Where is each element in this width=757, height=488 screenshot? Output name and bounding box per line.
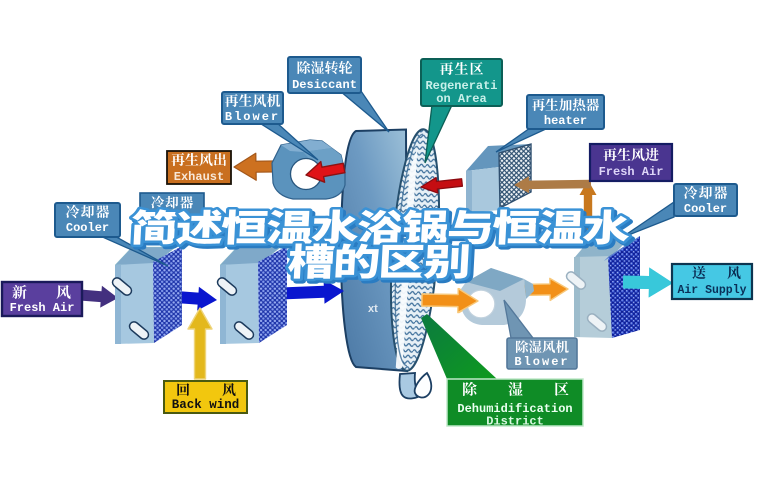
svg-text:Exhaust: Exhaust bbox=[174, 170, 224, 184]
svg-text:xt: xt bbox=[368, 303, 378, 315]
svg-text:Cooler: Cooler bbox=[684, 202, 727, 216]
svg-text:Blower: Blower bbox=[225, 110, 280, 124]
svg-text:on Area: on Area bbox=[436, 92, 486, 106]
svg-text:District: District bbox=[486, 415, 544, 429]
svg-text:Blower: Blower bbox=[514, 355, 569, 369]
svg-text:Regenerati: Regenerati bbox=[425, 79, 497, 93]
svg-text:Cooler: Cooler bbox=[66, 221, 109, 235]
svg-text:Fresh Air: Fresh Air bbox=[599, 165, 664, 179]
svg-text:Desiccant: Desiccant bbox=[292, 78, 357, 92]
svg-text:heater: heater bbox=[544, 114, 587, 128]
svg-text:Air Supply: Air Supply bbox=[677, 284, 746, 297]
svg-text:Fresh Air: Fresh Air bbox=[10, 301, 75, 315]
svg-text:Dehumidification: Dehumidification bbox=[457, 402, 572, 416]
svg-text:Back wind: Back wind bbox=[172, 398, 240, 412]
